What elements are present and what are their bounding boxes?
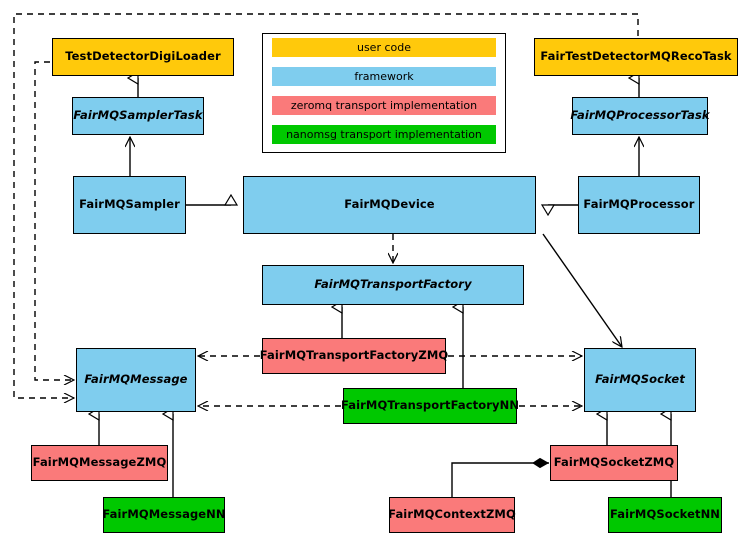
node-label: FairMQProcessorTask	[570, 108, 710, 123]
node-label: FairMQProcessor	[583, 197, 695, 212]
legend-item-zeromq: zeromq transport implementation	[272, 96, 496, 115]
node-label: FairMQSocket	[595, 372, 685, 387]
node-fairmqmessagenn[interactable]: FairMQMessageNN	[102, 497, 226, 533]
legend-label: zeromq transport implementation	[290, 99, 478, 112]
node-fairmqdevice[interactable]: FairMQDevice	[243, 176, 536, 234]
node-fairmqtransportfactorynn[interactable]: FairMQTransportFactoryNN	[340, 388, 520, 424]
node-fairmqsamplertask[interactable]: FairMQSamplerTask	[72, 97, 204, 135]
edge-contextzmq-socketzmq	[451, 457, 550, 497]
node-testdetectordigiloader[interactable]: TestDetectorDigiLoader	[52, 38, 234, 76]
node-label: FairTestDetectorMQRecoTask	[540, 49, 732, 64]
node-label: FairMQSocketNN	[609, 507, 721, 522]
node-fairmqmessagezmq[interactable]: FairMQMessageZMQ	[31, 445, 168, 481]
edge-digiloader-message	[34, 61, 74, 380]
node-fairmqcontextzmq[interactable]: FairMQContextZMQ	[388, 497, 516, 533]
node-label: FairMQTransportFactoryZMQ	[259, 348, 449, 363]
node-label: FairMQSamplerTask	[73, 108, 203, 123]
node-fairmqsampler[interactable]: FairMQSampler	[73, 176, 186, 234]
legend-label: user code	[356, 41, 412, 54]
node-fairmqsocket[interactable]: FairMQSocket	[584, 348, 696, 412]
node-fairmqtransportfactoryzmq[interactable]: FairMQTransportFactoryZMQ	[259, 338, 449, 374]
node-label: FairMQTransportFactoryNN	[340, 398, 520, 413]
legend-item-framework: framework	[272, 67, 496, 86]
legend-label: nanomsg transport implementation	[286, 128, 482, 141]
node-fairmqprocessor[interactable]: FairMQProcessor	[578, 176, 700, 234]
edge-device-socket	[542, 233, 622, 347]
node-label: FairMQSampler	[79, 197, 180, 212]
node-label: FairMQSocketZMQ	[553, 455, 675, 470]
node-label: FairMQMessage	[84, 372, 188, 387]
node-fairmqsocketnn[interactable]: FairMQSocketNN	[608, 497, 722, 533]
legend-item-nanomsg: nanomsg transport implementation	[272, 125, 496, 144]
node-label: FairMQTransportFactory	[314, 277, 472, 292]
legend-label: framework	[354, 70, 414, 83]
node-fairmqmessage[interactable]: FairMQMessage	[76, 348, 196, 412]
node-label: FairMQMessageZMQ	[32, 455, 167, 470]
legend-item-user-code: user code	[272, 38, 496, 57]
node-label: FairMQContextZMQ	[388, 507, 516, 522]
node-fairmqtransportfactory[interactable]: FairMQTransportFactory	[262, 265, 524, 305]
node-label: FairMQDevice	[344, 197, 435, 212]
node-fairmqprocessortask[interactable]: FairMQProcessorTask	[570, 97, 710, 135]
node-fairtestdetectormqrecotask[interactable]: FairTestDetectorMQRecoTask	[534, 38, 738, 76]
node-label: TestDetectorDigiLoader	[65, 49, 221, 64]
node-fairmqsocketzmq[interactable]: FairMQSocketZMQ	[550, 445, 678, 481]
node-label: FairMQMessageNN	[102, 507, 226, 522]
